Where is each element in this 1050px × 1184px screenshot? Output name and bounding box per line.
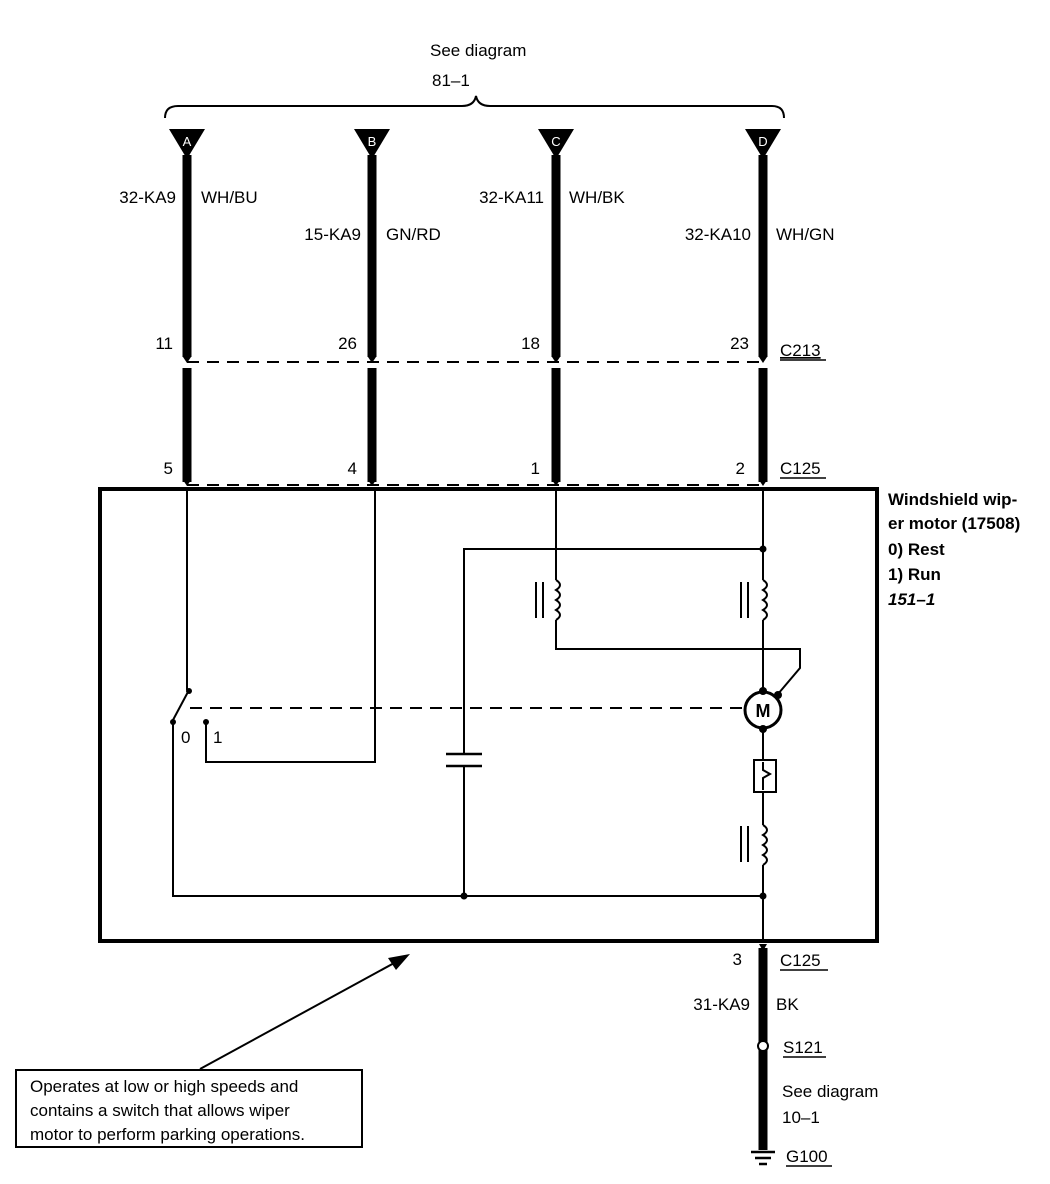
c213-pin-b: 26 — [338, 334, 357, 353]
connector-b: B — [354, 129, 390, 159]
callout-arrow-line — [199, 961, 397, 1070]
svg-text:D: D — [758, 134, 767, 149]
see-diagram-bottom-line2: 10–1 — [782, 1108, 820, 1127]
coil-d-lower — [761, 824, 768, 866]
color-c: WH/BK — [569, 188, 625, 207]
note-line2: contains a switch that allows wiper — [30, 1101, 290, 1120]
wire-contact0-bus — [172, 722, 763, 897]
color-b: GN/RD — [386, 225, 441, 244]
c125-bottom-label: C125 — [780, 951, 821, 970]
color-d: WH/GN — [776, 225, 835, 244]
coil-c — [554, 579, 561, 621]
c213-pin-c: 18 — [521, 334, 540, 353]
switch-blade — [172, 689, 190, 721]
ground-label: G100 — [786, 1147, 828, 1166]
coil-d-upper — [761, 579, 768, 621]
component-state-0: 0) Rest — [888, 540, 945, 559]
callout-arrowhead — [388, 954, 410, 970]
c125-pin-d: 2 — [736, 459, 745, 478]
color-a: WH/BU — [201, 188, 258, 207]
component-name-line2: er motor (17508) — [888, 514, 1020, 533]
circuit-breaker-icon — [753, 759, 777, 793]
c125-pin-b: 4 — [348, 459, 357, 478]
ground-icon — [751, 1150, 775, 1166]
ground-pin: 3 — [733, 950, 742, 969]
svg-text:C: C — [551, 134, 560, 149]
circuit-c: 32-KA11 — [479, 188, 544, 207]
circuit-d: 32-KA10 — [685, 225, 751, 244]
connector-d: D — [745, 129, 781, 159]
ground-color: BK — [776, 995, 799, 1014]
see-diagram-bottom-line1: See diagram — [782, 1082, 878, 1101]
junction-bus — [759, 892, 767, 900]
splice-s121 — [757, 1040, 769, 1052]
component-state-1: 1) Run — [888, 565, 941, 584]
c125-bottom-pin — [759, 944, 767, 951]
switch-pos-0: 0 — [181, 728, 190, 747]
switch-pos-1: 1 — [213, 728, 222, 747]
wiper-motor-box — [98, 487, 879, 943]
connector-a: A — [169, 129, 205, 159]
c125-pins — [183, 480, 767, 486]
splice-label: S121 — [783, 1038, 823, 1057]
wire-contact1-b — [205, 489, 376, 763]
junction-capacitor — [460, 892, 468, 900]
motor-icon: M — [743, 687, 783, 733]
component-name-line1: Windshield wip- — [888, 490, 1017, 509]
group-brace — [164, 95, 785, 119]
c213-label: C213 — [780, 341, 821, 360]
c213-pins — [183, 357, 767, 363]
wire-c-to-motor — [555, 620, 801, 695]
note-line3: motor to perform parking operations. — [30, 1125, 305, 1144]
c125-top-label: C125 — [780, 459, 821, 478]
circuit-a: 32-KA9 — [119, 188, 176, 207]
svg-text:A: A — [183, 134, 192, 149]
c213-pin-a: 11 — [155, 334, 173, 353]
see-diagram-top-line1: See diagram — [430, 41, 526, 60]
wire-capacitor-top — [463, 548, 763, 754]
note-line1: Operates at low or high speeds and — [30, 1077, 298, 1096]
svg-text:B: B — [368, 134, 377, 149]
see-diagram-top-line2: 81–1 — [432, 71, 470, 90]
ground-circuit: 31-KA9 — [693, 995, 750, 1014]
circuit-b: 15-KA9 — [304, 225, 361, 244]
switch-pivot — [186, 688, 192, 694]
component-ref: 151–1 — [888, 590, 935, 609]
c125-pin-c: 1 — [531, 459, 540, 478]
svg-text:M: M — [756, 701, 771, 721]
note-box — [15, 1069, 363, 1148]
c213-pin-d: 23 — [730, 334, 749, 353]
c125-pin-a: 5 — [164, 459, 173, 478]
connector-c: C — [538, 129, 574, 159]
